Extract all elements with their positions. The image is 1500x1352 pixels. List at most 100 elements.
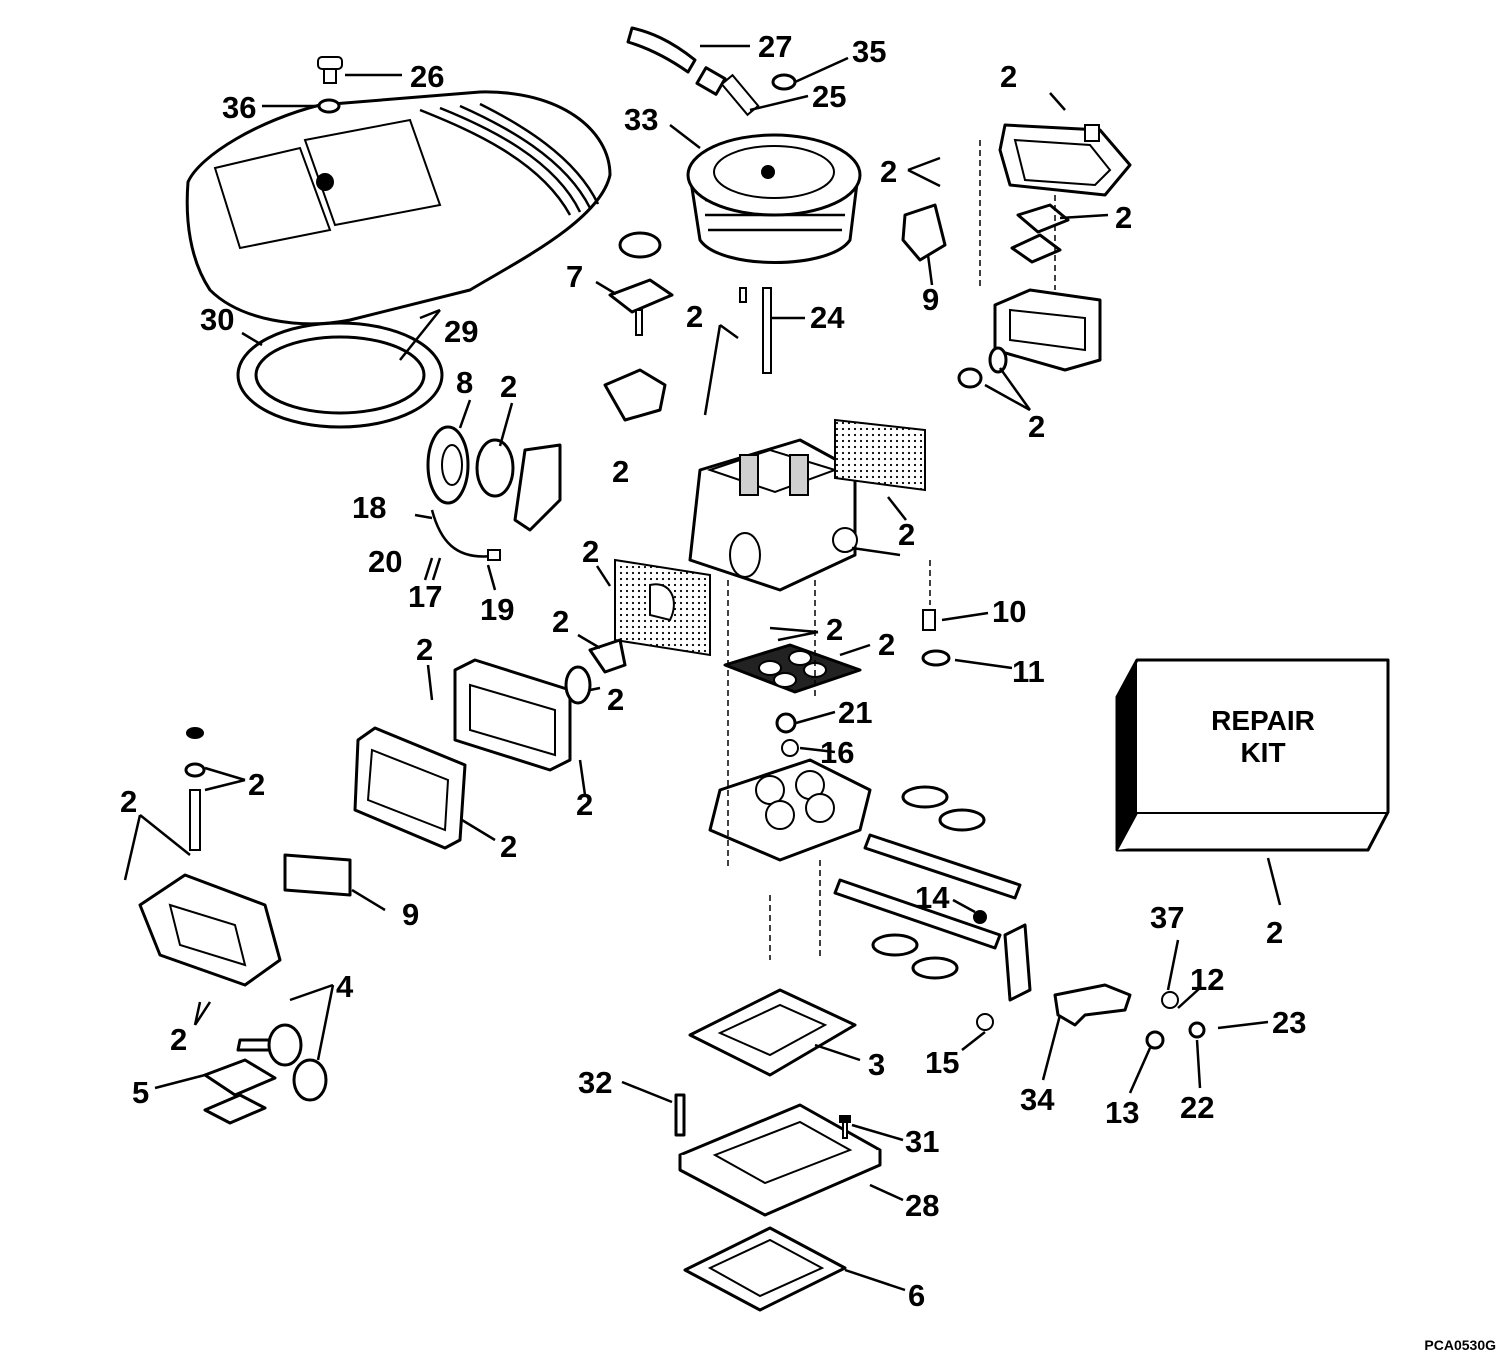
accelerator-pump bbox=[203, 1023, 328, 1125]
callout-2-j: 2 bbox=[552, 604, 569, 639]
throttle-body bbox=[708, 758, 872, 862]
plug-gasket-right bbox=[988, 346, 1008, 374]
callout-2-g: 2 bbox=[612, 454, 629, 489]
callout-2-l: 2 bbox=[878, 627, 895, 662]
callout-12: 12 bbox=[1190, 962, 1224, 997]
diaphragm-cover bbox=[603, 368, 667, 422]
choke-pull-off bbox=[608, 231, 674, 336]
callout-2-p: 2 bbox=[120, 784, 137, 819]
washer-22 bbox=[1188, 1021, 1206, 1039]
callout-2-a: 2 bbox=[1000, 59, 1017, 94]
throttle-lever bbox=[1053, 983, 1132, 1027]
callout-9-a: 9 bbox=[922, 282, 939, 317]
callout-2-o: 2 bbox=[248, 767, 265, 802]
callout-21: 21 bbox=[838, 695, 872, 730]
callout-3: 3 bbox=[868, 1047, 885, 1082]
fuel-bowl-right bbox=[998, 123, 1132, 197]
callout-17: 17 bbox=[408, 579, 442, 614]
callout-5: 5 bbox=[132, 1075, 149, 1110]
clip-12 bbox=[1161, 991, 1179, 1009]
choke-housing bbox=[426, 425, 470, 505]
callout-2-f: 2 bbox=[500, 369, 517, 404]
callout-11: 11 bbox=[1012, 654, 1045, 689]
callout-14: 14 bbox=[915, 880, 950, 915]
nut-13 bbox=[1145, 1030, 1165, 1050]
flame-arrestor-cover bbox=[185, 90, 612, 326]
gasket-ring bbox=[564, 665, 592, 705]
metering-body-right bbox=[993, 288, 1102, 372]
callout-30: 30 bbox=[200, 302, 234, 337]
callout-8: 8 bbox=[456, 365, 473, 400]
ring-11 bbox=[921, 649, 951, 667]
construction-lines bbox=[727, 140, 1056, 960]
callout-2-t: 2 bbox=[170, 1022, 187, 1057]
callout-18: 18 bbox=[352, 490, 386, 525]
vent-hose bbox=[626, 26, 760, 117]
callout-28: 28 bbox=[905, 1188, 939, 1223]
callout-34: 34 bbox=[1020, 1082, 1055, 1117]
metering-body-left bbox=[453, 658, 572, 772]
throttle-plate bbox=[901, 785, 949, 809]
cover-washer bbox=[317, 98, 341, 114]
carburetor-body bbox=[688, 438, 858, 592]
base-gasket-4hole bbox=[723, 643, 862, 694]
callout-32: 32 bbox=[578, 1065, 612, 1100]
spacer-gasket-bottom bbox=[683, 1226, 847, 1312]
metering-plate-left bbox=[614, 558, 711, 657]
filter-24 bbox=[739, 287, 772, 374]
throttle-shaft bbox=[863, 833, 1022, 900]
callout-23: 23 bbox=[1272, 1005, 1306, 1040]
callout-2-h: 2 bbox=[898, 517, 915, 552]
fuel-bowl-left bbox=[138, 873, 282, 987]
callout-2-c: 2 bbox=[1115, 200, 1132, 235]
choke-clip bbox=[487, 549, 501, 561]
callout-9-b: 9 bbox=[402, 897, 419, 932]
callout-labels: 26 36 27 35 25 33 2 2 2 9 7 2 24 30 29 2… bbox=[120, 29, 1306, 1313]
spacer-gasket bbox=[688, 988, 857, 1077]
callout-19: 19 bbox=[480, 592, 514, 627]
throttle-arm bbox=[1003, 923, 1032, 1002]
callout-15: 15 bbox=[925, 1045, 959, 1080]
callout-36: 36 bbox=[222, 90, 256, 125]
nut-35 bbox=[771, 73, 797, 91]
callout-2-d: 2 bbox=[686, 299, 703, 334]
callout-27: 27 bbox=[758, 29, 792, 64]
callout-33: 33 bbox=[624, 102, 658, 137]
needle-seat-right bbox=[1010, 203, 1070, 264]
callout-2-m: 2 bbox=[416, 632, 433, 667]
leader-lines bbox=[123, 44, 1282, 1292]
choke-wire bbox=[430, 509, 493, 558]
callout-2-q: 2 bbox=[576, 787, 593, 822]
spring-21 bbox=[775, 712, 797, 734]
choke-bracket bbox=[513, 443, 562, 532]
metering-gasket-left bbox=[353, 726, 467, 850]
callout-13: 13 bbox=[1105, 1095, 1139, 1130]
throttle-plate bbox=[871, 933, 919, 957]
callout-7: 7 bbox=[566, 259, 583, 294]
callout-22: 22 bbox=[1180, 1090, 1214, 1125]
fitting-10 bbox=[922, 609, 936, 631]
plug-right bbox=[957, 367, 983, 389]
screw-31 bbox=[839, 1115, 851, 1139]
callout-2-b: 2 bbox=[880, 154, 897, 189]
callout-2-s: 2 bbox=[1266, 915, 1283, 950]
callout-2-n: 2 bbox=[607, 682, 624, 717]
seal-16 bbox=[781, 739, 799, 757]
needle-pin-left bbox=[184, 727, 206, 851]
callout-2-k: 2 bbox=[826, 612, 843, 647]
float-right bbox=[901, 203, 947, 262]
callout-16: 16 bbox=[820, 735, 854, 770]
repair-kit-line1: REPAIR bbox=[1211, 705, 1315, 736]
callout-25: 25 bbox=[812, 79, 846, 114]
callout-24: 24 bbox=[810, 300, 845, 335]
callout-20: 20 bbox=[368, 544, 402, 579]
air-cleaner bbox=[686, 133, 862, 264]
metering-plate-right bbox=[834, 418, 926, 492]
throttle-shaft-2 bbox=[833, 878, 1002, 950]
callout-4: 4 bbox=[336, 969, 354, 1004]
drawing-code: PCA0530G bbox=[1424, 1337, 1496, 1352]
carburetor-spacer bbox=[678, 1103, 882, 1217]
choke-gasket bbox=[475, 438, 515, 498]
callout-31: 31 bbox=[905, 1124, 939, 1159]
